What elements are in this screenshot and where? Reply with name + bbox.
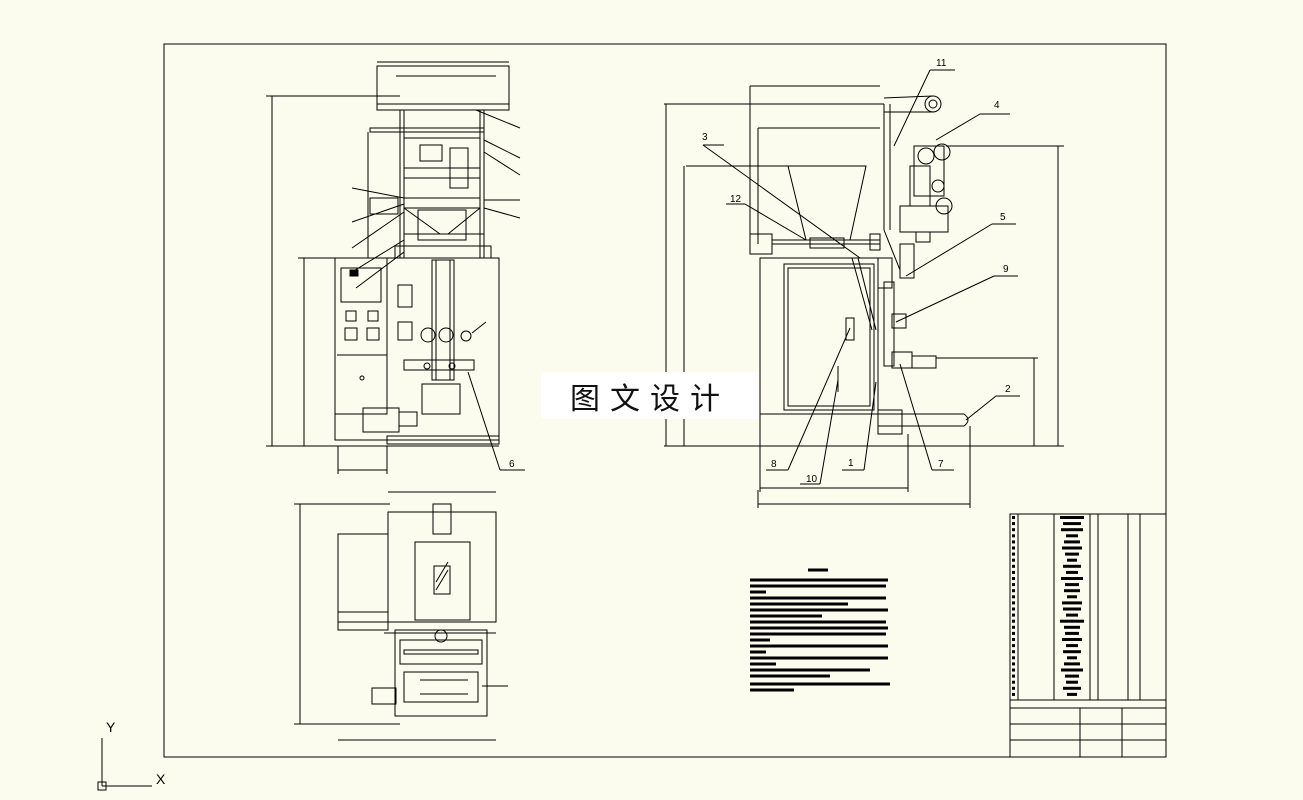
title-block-row-index <box>1012 644 1015 648</box>
title-block-row-index <box>1012 583 1015 587</box>
part-label-12: 12 <box>730 194 742 205</box>
title-block-row-mark <box>1065 583 1079 587</box>
title-block-row-mark <box>1060 516 1084 519</box>
title-block-row-index <box>1012 674 1015 678</box>
title-block-row-index <box>1012 662 1015 666</box>
title-block-row-mark <box>1062 638 1082 641</box>
watermark: 图文设计 <box>541 372 759 419</box>
part-label-8: 8 <box>771 459 777 470</box>
title-block-row-index <box>1012 650 1015 654</box>
title-block-row-index <box>1012 516 1015 519</box>
title-block-row-index <box>1012 686 1015 690</box>
title-block-row-index <box>1012 558 1015 562</box>
title-block-row-index <box>1012 540 1015 544</box>
title-block-row-mark <box>1061 577 1083 580</box>
title-block-row-mark <box>1063 607 1081 611</box>
technical-notes <box>750 568 890 692</box>
part-label-6: 6 <box>509 459 515 470</box>
title-block-row-mark <box>1067 656 1077 660</box>
title-block-row-index <box>1012 589 1015 593</box>
drawing-frame <box>163 43 1167 758</box>
title-block-row-mark <box>1066 613 1078 617</box>
title-block-row-index <box>1012 680 1015 684</box>
title-block <box>1009 513 1167 758</box>
title-block-row-index <box>1012 528 1015 532</box>
title-block-row-mark <box>1063 686 1081 690</box>
title-block-row-mark <box>1063 564 1081 568</box>
part-label-2: 2 <box>1005 384 1011 395</box>
top-view <box>294 491 508 741</box>
part-label-1: 1 <box>848 458 854 469</box>
title-block-row-index <box>1012 638 1015 641</box>
title-block-row-index <box>1012 570 1015 574</box>
title-block-row-index <box>1012 601 1015 605</box>
part-label-9: 9 <box>1003 264 1009 275</box>
title-block-row-mark <box>1066 680 1078 684</box>
title-block-row-index <box>1012 619 1015 623</box>
title-block-row-mark <box>1063 522 1081 526</box>
part-label-10: 10 <box>806 474 818 485</box>
title-block-row-index <box>1012 631 1015 635</box>
title-block-row-mark <box>1060 619 1084 623</box>
title-block-row-mark <box>1063 650 1081 654</box>
title-block-row-index <box>1012 656 1015 660</box>
title-block-row-mark <box>1067 595 1077 599</box>
title-block-row-mark <box>1066 534 1078 538</box>
title-block-row-mark <box>1065 631 1079 635</box>
title-block-row-index <box>1012 607 1015 611</box>
part-number-labels: 1 2 3 4 5 6 7 8 9 10 11 12 <box>509 58 1011 485</box>
title-block-row-index <box>1012 577 1015 580</box>
title-block-row-index <box>1012 668 1015 672</box>
title-block-row-index <box>1012 534 1015 538</box>
title-block-row-mark <box>1066 570 1078 574</box>
y-axis-label: Y <box>106 719 116 735</box>
title-block-row-mark <box>1064 625 1080 629</box>
front-view <box>266 61 525 474</box>
title-block-row-mark <box>1064 589 1080 593</box>
title-block-row-mark <box>1061 528 1083 532</box>
title-block-row-mark <box>1061 668 1083 672</box>
title-block-row-index <box>1012 522 1015 526</box>
title-block-row-mark <box>1066 644 1078 648</box>
title-block-row-index <box>1012 692 1015 696</box>
part-label-3: 3 <box>702 132 708 143</box>
part-label-4: 4 <box>994 100 1000 111</box>
title-block-row-mark <box>1067 558 1077 562</box>
ucs-axis-icon <box>97 738 152 791</box>
title-block-row-mark <box>1067 692 1077 696</box>
title-block-row-index <box>1012 546 1015 550</box>
title-block-row-index <box>1012 625 1015 629</box>
title-block-rows <box>1012 516 1084 696</box>
title-block-row-mark <box>1062 546 1082 550</box>
side-view <box>664 69 1064 508</box>
title-block-row-mark <box>1065 552 1079 556</box>
title-block-row-index <box>1012 613 1015 617</box>
title-block-row-mark <box>1065 674 1079 678</box>
title-block-row-mark <box>1064 540 1080 544</box>
part-label-11: 11 <box>936 58 947 69</box>
part-label-7: 7 <box>938 459 944 470</box>
part-label-5: 5 <box>1000 212 1006 223</box>
title-block-row-mark <box>1062 601 1082 605</box>
title-block-row-index <box>1012 595 1015 599</box>
title-block-row-index <box>1012 552 1015 556</box>
title-block-row-index <box>1012 564 1015 568</box>
title-block-row-mark <box>1064 662 1080 666</box>
x-axis-label: X <box>156 771 166 787</box>
